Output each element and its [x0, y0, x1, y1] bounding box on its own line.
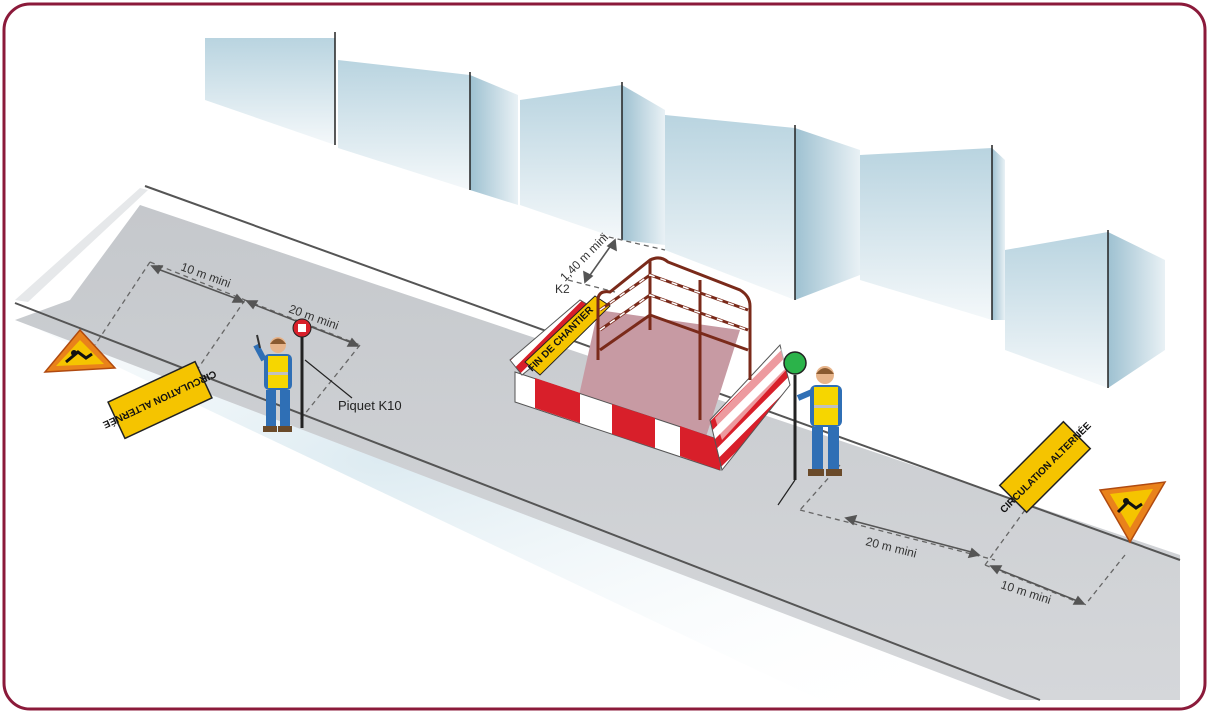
piquet-k10-label: Piquet K10 — [338, 398, 402, 413]
marker-k2-label: K2 — [555, 282, 570, 296]
